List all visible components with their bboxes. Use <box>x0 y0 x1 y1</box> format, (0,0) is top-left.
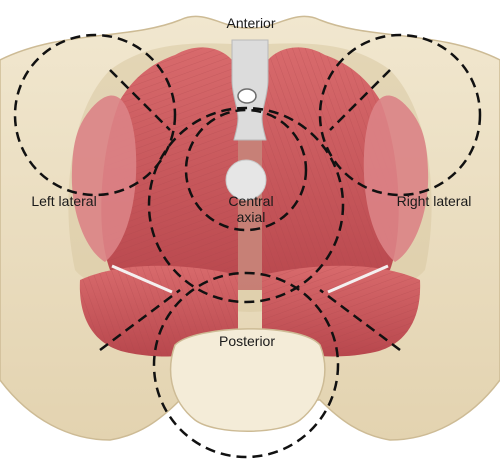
label-right-lateral: Right lateral <box>396 193 472 209</box>
region-right-lower-diagonal <box>319 289 401 351</box>
region-left-lower-diagonal <box>99 289 181 351</box>
region-posterior-circle <box>152 271 340 459</box>
levator-ani-left-fibers <box>101 47 238 292</box>
posterior-muscle-right-fibers <box>262 265 421 357</box>
obturator-left <box>71 95 137 262</box>
label-central-line1: Central <box>228 193 274 209</box>
central-opening <box>225 159 267 201</box>
region-right-circle <box>318 33 482 197</box>
region-central-circle <box>147 106 345 304</box>
region-left-circle <box>13 33 177 197</box>
label-central-line2: axial <box>236 209 266 225</box>
label-anterior: Anterior <box>226 15 276 31</box>
tendon-band-left <box>111 264 173 294</box>
label-central-axial: Central axial <box>206 193 296 225</box>
obturator-right <box>363 95 429 262</box>
region-left-diagonal <box>109 69 171 131</box>
label-left-lateral: Left lateral <box>31 193 97 209</box>
region-circles <box>13 33 482 459</box>
tendon-band-right <box>327 264 389 294</box>
levator-ani-right-fibers <box>262 47 399 292</box>
sacrum <box>169 328 326 432</box>
urethral-opening <box>237 88 257 104</box>
label-posterior: Posterior <box>218 333 276 349</box>
region-anterior-circle <box>184 108 308 232</box>
region-right-diagonal <box>329 69 391 131</box>
